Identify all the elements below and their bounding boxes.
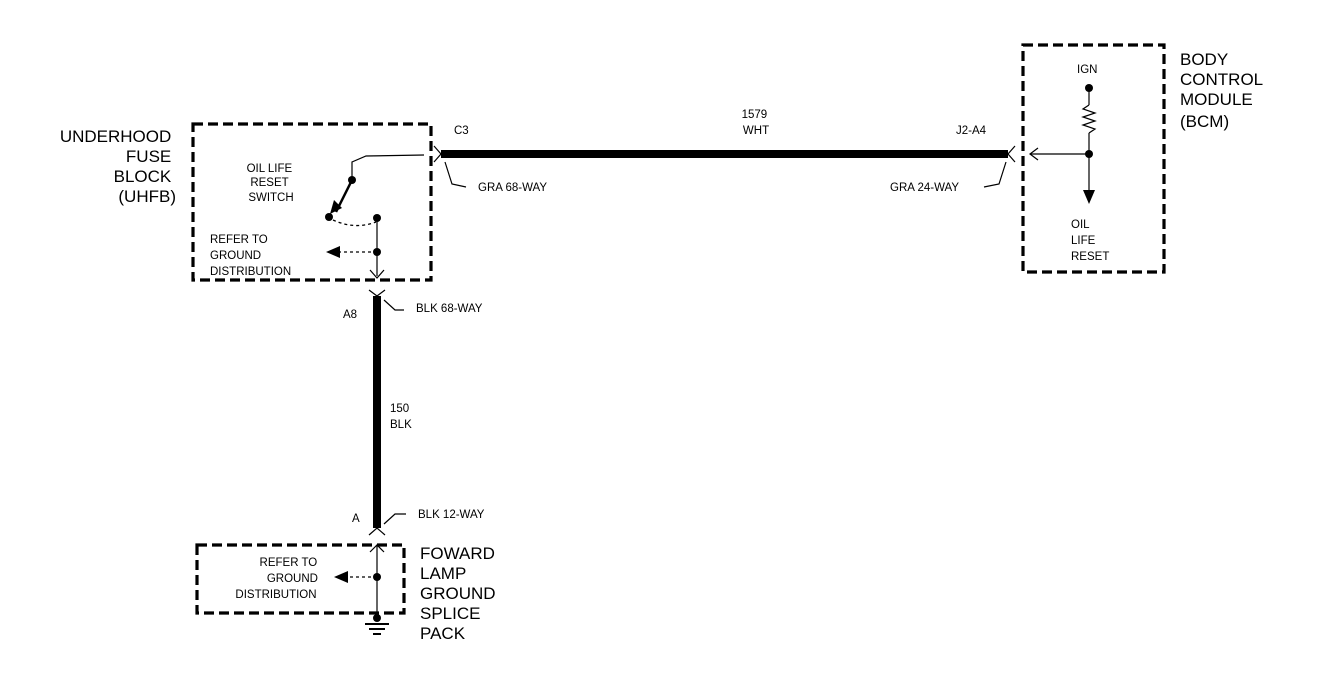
bcm-output-arrow (1083, 190, 1095, 204)
bcm-input-arrow (1029, 147, 1039, 161)
a8-terminal (368, 289, 386, 297)
switch-link (332, 219, 377, 227)
wire-1579-label: 1579 WHT (742, 109, 771, 137)
bcm-box (1021, 43, 1166, 274)
a8-leader (383, 299, 404, 311)
switch-label: OIL LIFE RESET SWITCH (247, 163, 296, 204)
ground-ref-arrow-uhfb (326, 246, 340, 258)
switch-arrow (330, 200, 342, 214)
splice-box (195, 543, 406, 615)
refer-uhfb: REFER TO GROUND DISTRIBUTION (210, 234, 291, 278)
j2a4-terminal (1007, 145, 1016, 163)
j2a4-pin: J2-A4 (956, 125, 987, 137)
a8-pin: A8 (343, 309, 357, 321)
uhfb-box (191, 122, 433, 282)
a-connector: BLK 12-WAY (418, 509, 485, 521)
c3-terminal (433, 145, 442, 163)
a-terminal (368, 527, 386, 536)
switch-lead (351, 154, 425, 180)
ground-icon (365, 623, 389, 635)
splice-name: FOWARD LAMP GROUND SPLICE PACK (420, 544, 500, 643)
wire-150-label: 150 BLK (390, 403, 412, 431)
chassis-node (373, 614, 381, 622)
refer-splice: REFER TO GROUND DISTRIBUTION (235, 557, 321, 601)
bcm-ign: IGN (1077, 64, 1097, 76)
a-leader (383, 513, 406, 525)
a-pin: A (352, 513, 360, 525)
bcm-name: BODY CONTROL MODULE (BCM) (1180, 50, 1267, 131)
a8-connector: BLK 68-WAY (416, 303, 483, 315)
ground-ref-arrow-splice (334, 571, 348, 583)
c3-leader (444, 161, 467, 188)
c3-pin: C3 (454, 125, 469, 137)
j2a4-leader (983, 161, 1007, 188)
j2a4-connector: GRA 24-WAY (890, 182, 959, 194)
uhfb-name: UNDERHOOD FUSE BLOCK (UHFB) (60, 127, 176, 206)
uhfb-bottom-terminal (369, 269, 385, 279)
pullup-resistor (1081, 104, 1097, 134)
bcm-output-label: OIL LIFE RESET (1071, 219, 1109, 263)
switch-contact (325, 213, 333, 221)
c3-connector: GRA 68-WAY (478, 182, 547, 194)
